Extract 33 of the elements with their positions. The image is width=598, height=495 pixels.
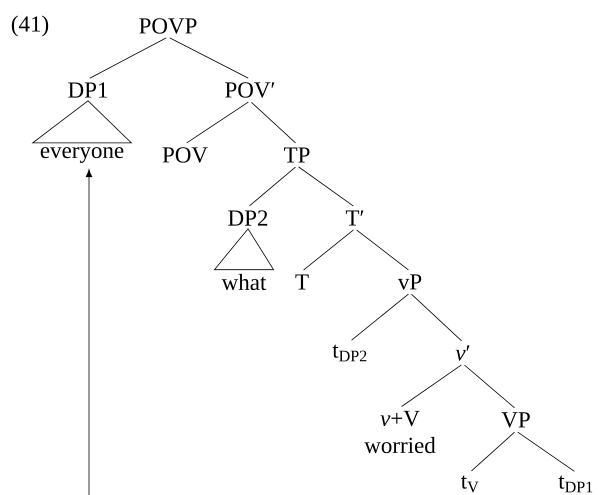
branch-line bbox=[186, 102, 249, 144]
branch-line bbox=[169, 38, 249, 78]
phrase-label: DP2 bbox=[228, 210, 268, 226]
head-label: v+V worried bbox=[364, 410, 436, 454]
word-label: what bbox=[222, 274, 266, 290]
branch-line bbox=[471, 432, 515, 472]
branch-line bbox=[464, 364, 515, 408]
word-label: everyone bbox=[40, 147, 124, 163]
branch-line bbox=[303, 230, 354, 270]
branch-line bbox=[517, 432, 575, 472]
head-label: POV bbox=[162, 147, 208, 163]
phrase-label: v′ bbox=[456, 345, 470, 361]
branch-line bbox=[298, 166, 354, 206]
branch-line bbox=[249, 166, 296, 206]
phrase-label: VP bbox=[502, 412, 530, 428]
head-label: T bbox=[295, 274, 309, 290]
branch-line bbox=[89, 38, 167, 79]
branch-line bbox=[356, 230, 409, 270]
phrase-label: DP1 bbox=[68, 82, 108, 98]
movement-arrow bbox=[86, 169, 92, 495]
trace-label: t$_{DP2}$ bbox=[332, 344, 366, 362]
branch-line bbox=[351, 294, 409, 341]
branch-line bbox=[411, 294, 462, 342]
trace-label: t$_{DP1}$ bbox=[558, 476, 592, 492]
branch-line bbox=[401, 364, 462, 407]
branch-line bbox=[251, 102, 296, 144]
example-number: (41) bbox=[12, 16, 48, 36]
phrase-label: TP bbox=[284, 147, 310, 163]
phrase-label: POV′ bbox=[225, 82, 274, 98]
phrase-label: vP bbox=[398, 274, 422, 290]
phrase-label: POVP bbox=[139, 18, 196, 34]
phrase-label: T′ bbox=[346, 210, 364, 226]
trace-label: t$_{V}$ bbox=[460, 476, 479, 492]
